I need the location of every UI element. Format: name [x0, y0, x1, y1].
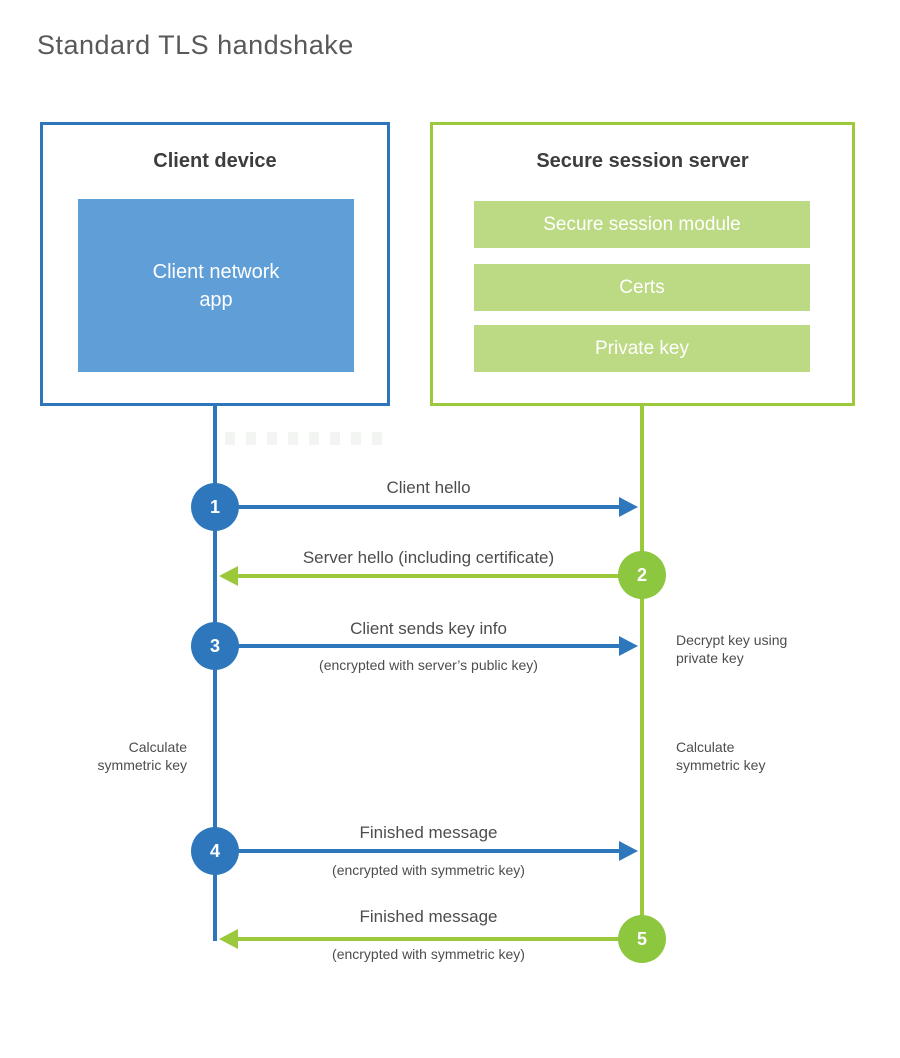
client-device-title: Client device	[153, 150, 277, 172]
step-circle-2: 2	[618, 551, 666, 599]
step-circle-1: 1	[191, 483, 239, 531]
server-module-secure-session: Secure session module	[474, 201, 810, 248]
message-4-sublabel: (encrypted with symmetric key)	[332, 862, 525, 878]
message-5-label: Finished message	[359, 907, 498, 926]
step-circle-3: 3	[191, 622, 239, 670]
message-2-label: Server hello (including certificate)	[302, 548, 555, 567]
message-5-sublabel: (encrypted with symmetric key)	[332, 946, 525, 962]
client-lifeline	[213, 405, 217, 941]
server-title: Secure session server	[536, 150, 749, 172]
server-lifeline	[640, 405, 644, 939]
message-3-label: Client sends key info	[350, 619, 507, 638]
page-title: Standard TLS handshake	[37, 30, 354, 60]
note-decrypt-key: Decrypt key using private key	[676, 632, 788, 666]
note-calculate-symmetric-key-server: Calculate symmetric key	[676, 739, 766, 773]
message-5-arrow	[219, 929, 642, 949]
server-module-certs: Certs	[474, 264, 810, 311]
step-circle-4: 4	[191, 827, 239, 875]
message-3-sublabel: (encrypted with server’s public key)	[319, 657, 538, 673]
message-1-label: Client hello	[386, 478, 471, 497]
note-calculate-symmetric-key-client: Calculate symmetric key	[97, 739, 187, 773]
message-1-arrow	[215, 497, 638, 517]
faded-dashes-artifact	[225, 432, 387, 445]
message-2-arrow	[219, 566, 642, 586]
client-network-app-box: Client network app	[78, 199, 354, 372]
message-4-label: Finished message	[359, 823, 498, 842]
message-3-arrow	[215, 636, 638, 656]
message-4-arrow	[215, 841, 638, 861]
server-module-private-key: Private key	[474, 325, 810, 372]
step-circle-5: 5	[618, 915, 666, 963]
